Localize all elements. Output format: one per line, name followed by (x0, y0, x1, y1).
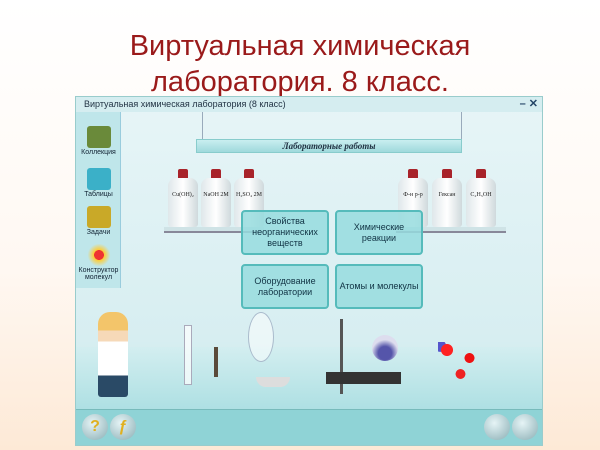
kipp-apparatus[interactable] (248, 312, 274, 362)
bottom-toolbar: ? ƒ (76, 409, 542, 445)
card-inorganic-properties[interactable]: Свойства неорганических веществ (241, 210, 329, 255)
title-line: Виртуальная химическая (129, 30, 471, 62)
burner[interactable] (214, 347, 218, 377)
reagent-bottle[interactable]: Гексан (432, 169, 462, 227)
molecule-icon (86, 244, 111, 266)
title-bar: Виртуальная химическая лаборатория (8 кл… (76, 97, 542, 112)
app-window: Виртуальная химическая лаборатория (8 кл… (75, 96, 543, 446)
evaporating-dish[interactable] (256, 377, 290, 387)
sidebar-label: Коллекция (81, 149, 116, 156)
wire (461, 112, 462, 140)
card-lab-equipment[interactable]: Оборудование лаборатории (241, 264, 329, 309)
title-line: лаборатория. 8 класс. (151, 66, 449, 98)
molecule-model[interactable] (438, 342, 483, 382)
close-button[interactable]: ✕ (528, 98, 538, 110)
sidebar-item-tables[interactable]: Таблицы (76, 168, 121, 198)
slide-title: Виртуальная химическая лаборатория. 8 кла… (0, 28, 600, 100)
sidebar-label: Конструктор молекул (78, 267, 119, 281)
sound-icon[interactable] (484, 414, 510, 440)
shelf (396, 227, 506, 233)
sidebar-label: Задачи (86, 229, 111, 236)
wire (202, 112, 203, 140)
scientist-character[interactable] (98, 312, 128, 397)
help-button[interactable]: ? (82, 414, 108, 440)
card-chemical-reactions[interactable]: Химические реакции (335, 210, 423, 255)
sidebar-item-tasks[interactable]: Задачи (76, 206, 121, 236)
window-title: Виртуальная химическая лаборатория (8 кл… (84, 99, 286, 109)
round-flask[interactable] (372, 335, 398, 361)
graduated-cylinder[interactable] (184, 325, 192, 385)
reagent-bottle[interactable]: Cu(OH)₂ (168, 169, 198, 227)
info-button[interactable]: ƒ (110, 414, 136, 440)
shelf (164, 227, 264, 233)
reagent-bottle[interactable]: NaOH 2M (201, 169, 231, 227)
card-atoms-molecules[interactable]: Атомы и молекулы (335, 264, 423, 309)
reagent-bottle[interactable]: C₂H₅OH (466, 169, 496, 227)
sidebar-label: Таблицы (84, 191, 113, 198)
sidebar-item-molecule-constructor[interactable]: Конструктор молекул (76, 244, 121, 281)
sidebar-item-collection[interactable]: Коллекция (76, 126, 121, 156)
tasks-icon (86, 206, 111, 228)
minimize-button[interactable]: – (519, 98, 526, 110)
lab-stand[interactable] (340, 319, 343, 394)
tables-icon (86, 168, 111, 190)
stand-base (326, 372, 401, 384)
exit-button[interactable] (512, 414, 538, 440)
collection-icon (86, 126, 111, 148)
lab-works-banner: Лабораторные работы (196, 139, 462, 153)
sidebar: Коллекция Таблицы Задачи Конструктор мол… (76, 112, 121, 288)
